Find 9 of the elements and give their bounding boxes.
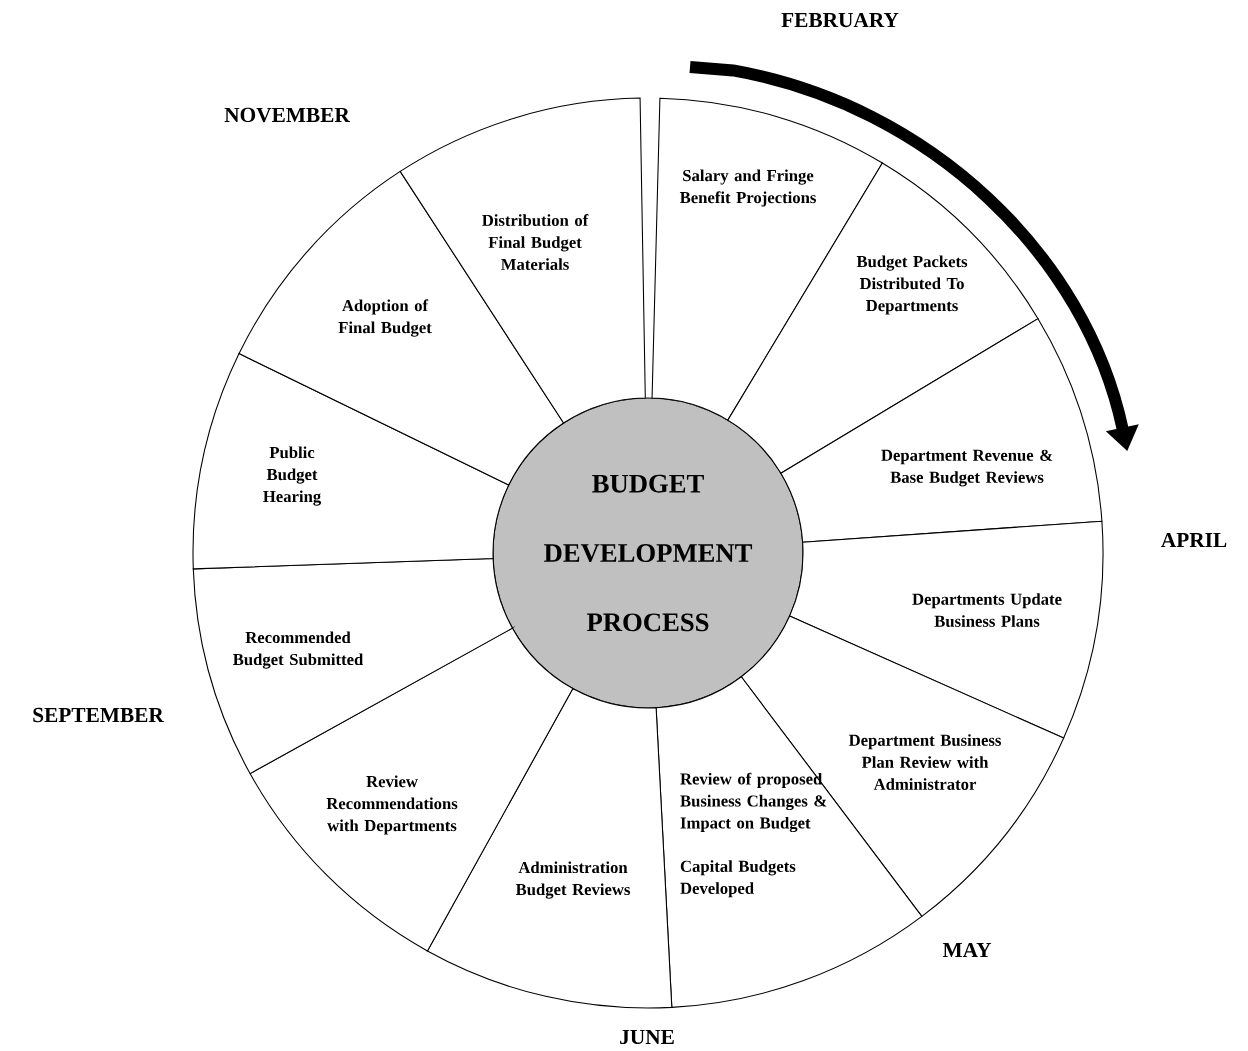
month-label: APRIL bbox=[1161, 533, 1227, 548]
process-segment: Public Budget Hearing bbox=[192, 353, 510, 570]
process-segment: Department Revenue & Base Budget Reviews bbox=[780, 318, 1103, 543]
month-label: SEPTEMBER bbox=[33, 707, 164, 723]
month-label: NOVEMBER bbox=[224, 107, 350, 123]
process-segment: Recommended Budget Submitted bbox=[192, 557, 513, 775]
month-label: FEBRUARY bbox=[781, 12, 899, 28]
month-label: JUNE bbox=[620, 1029, 674, 1045]
month-label: MAY bbox=[942, 943, 992, 958]
